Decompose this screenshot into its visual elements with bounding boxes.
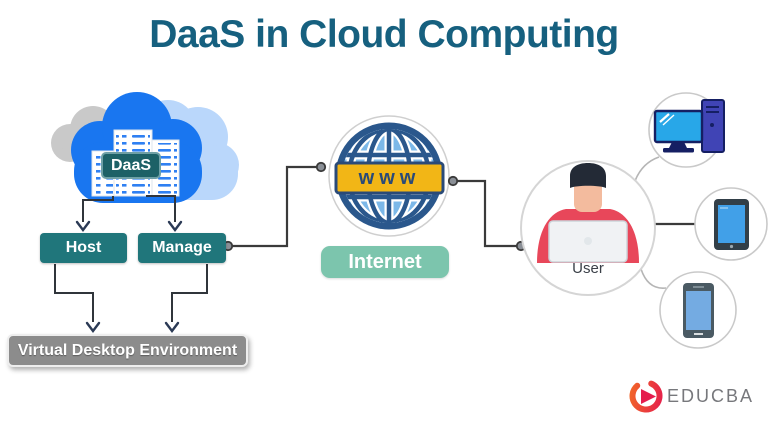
brand-name-text: EDUCBA	[667, 385, 755, 406]
educba-logo-icon	[629, 379, 663, 413]
page-title: DaaS in Cloud Computing	[149, 13, 619, 56]
www-banner	[334, 161, 445, 195]
manage-to-internet-connector	[228, 165, 320, 248]
face-shape	[574, 179, 602, 212]
smartphone-icon	[659, 271, 737, 349]
user-device-links	[634, 156, 695, 289]
flow-connectors	[54, 195, 208, 322]
internet-to-user-connector	[453, 179, 520, 248]
internet-pill: Internet	[321, 246, 449, 278]
person-laptop-icon	[520, 160, 656, 296]
www-banner-label: www	[358, 167, 421, 189]
cloud-servers-icon	[51, 92, 239, 203]
arrowheads	[75, 220, 183, 333]
host-box: Host	[40, 233, 127, 263]
manage-box: Manage	[138, 233, 226, 263]
desktop-computer-icon	[648, 92, 725, 168]
virtual-desktop-environment-box: Virtual Desktop Environment	[7, 334, 248, 367]
hair-shape	[570, 163, 606, 188]
user-label: User	[572, 259, 604, 277]
daas-badge: DaaS	[101, 152, 161, 179]
tablet-icon	[694, 187, 768, 261]
globe-www-icon	[328, 115, 450, 237]
